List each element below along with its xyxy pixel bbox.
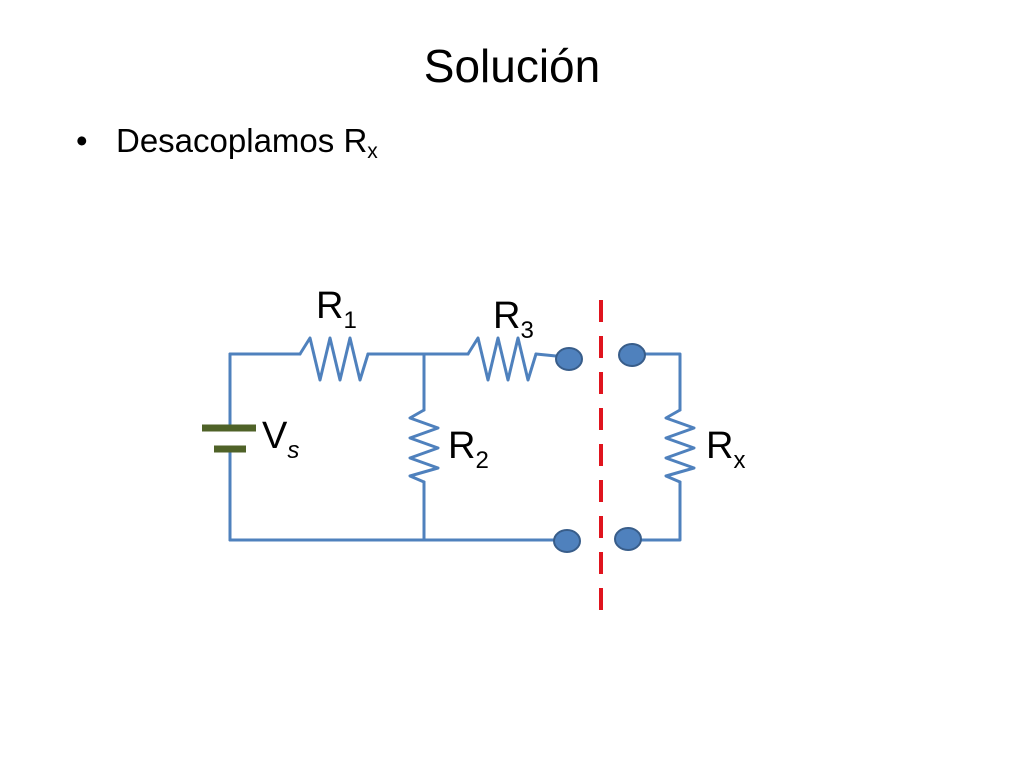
bullet-text: Desacoplamos R [116,122,368,159]
bullet-marker: • [76,122,88,159]
resistor-r3 [466,336,538,382]
label-r3: R3 [493,295,534,344]
wire-rx-top [640,352,682,412]
label-r1: R1 [316,285,357,334]
terminal-top-left [555,347,583,371]
bullet-subscript: x [367,140,378,163]
label-vs: Vs [262,415,300,464]
label-rx: Rx [706,425,746,474]
wire-rx-bottom [638,480,682,542]
resistor-rx [664,408,696,484]
wire-to-terminal-top [534,352,558,358]
terminal-bottom-right [614,527,642,551]
resistor-r2 [408,408,440,484]
slide-title: Solución [423,40,601,92]
label-r2: R2 [448,425,489,474]
resistor-r1 [298,336,370,382]
terminal-top-right [618,343,646,367]
bullet-item: • Desacoplamos Rx [76,118,378,175]
terminal-bottom-left [553,529,581,553]
